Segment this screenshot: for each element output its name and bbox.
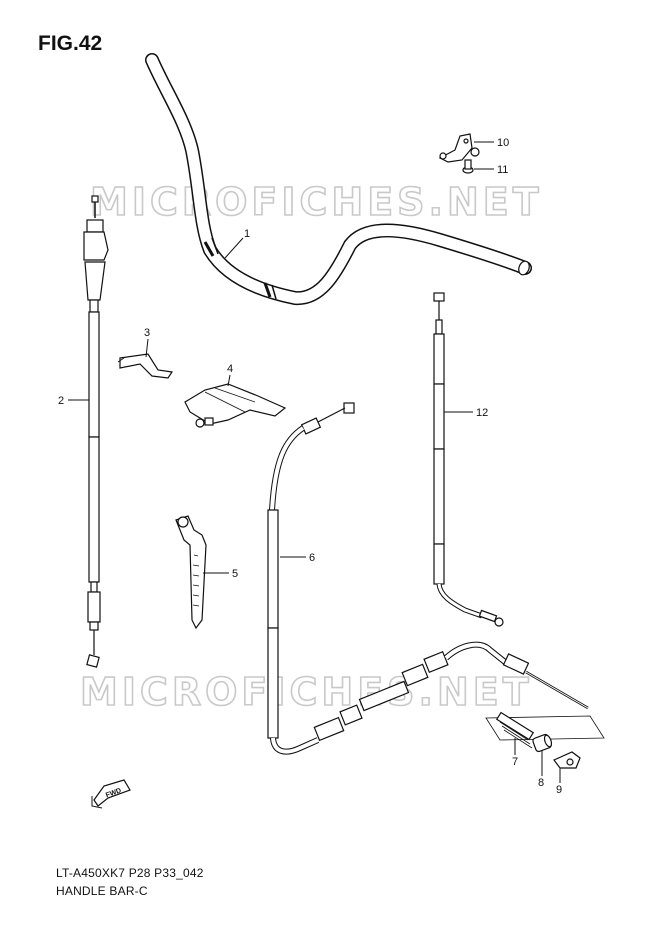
callout-11: 11 xyxy=(497,164,508,176)
callout-5: 5 xyxy=(232,568,238,580)
cable-holder[interactable] xyxy=(184,383,287,428)
brake-cable[interactable] xyxy=(267,402,589,755)
footer-model-code: LT-A450XK7 P28 P33_042 xyxy=(56,866,204,880)
callout-4: 4 xyxy=(227,363,233,375)
figure-title: FIG.42 xyxy=(38,32,103,55)
callout-7: 7 xyxy=(512,756,518,768)
detail-frame xyxy=(485,715,605,741)
footer-section: HANDLE BAR-C xyxy=(56,884,148,898)
adjuster-bracket[interactable] xyxy=(553,751,581,769)
return-spring[interactable] xyxy=(495,711,535,749)
collar[interactable] xyxy=(532,733,553,753)
handlebar[interactable] xyxy=(145,53,532,306)
clamp-bracket[interactable] xyxy=(438,133,480,163)
callout-12: 12 xyxy=(476,407,488,419)
throttle-cable[interactable] xyxy=(83,195,109,668)
fwd-arrow-icon: FWD xyxy=(91,779,131,809)
callout-2: 2 xyxy=(58,395,64,407)
callout-1: 1 xyxy=(244,228,250,240)
callout-9: 9 xyxy=(556,784,562,796)
right-cable[interactable] xyxy=(433,292,504,627)
spring-clip[interactable] xyxy=(117,353,174,379)
cable-tie[interactable] xyxy=(175,515,207,630)
screw[interactable] xyxy=(462,159,474,174)
watermark-top: MICROFICHES.NET xyxy=(90,180,543,224)
callout-6: 6 xyxy=(309,552,315,564)
callout-10: 10 xyxy=(497,137,509,149)
callout-8: 8 xyxy=(538,777,544,789)
watermark-bottom: MICROFICHES.NET xyxy=(80,670,533,714)
callout-3: 3 xyxy=(144,327,150,339)
